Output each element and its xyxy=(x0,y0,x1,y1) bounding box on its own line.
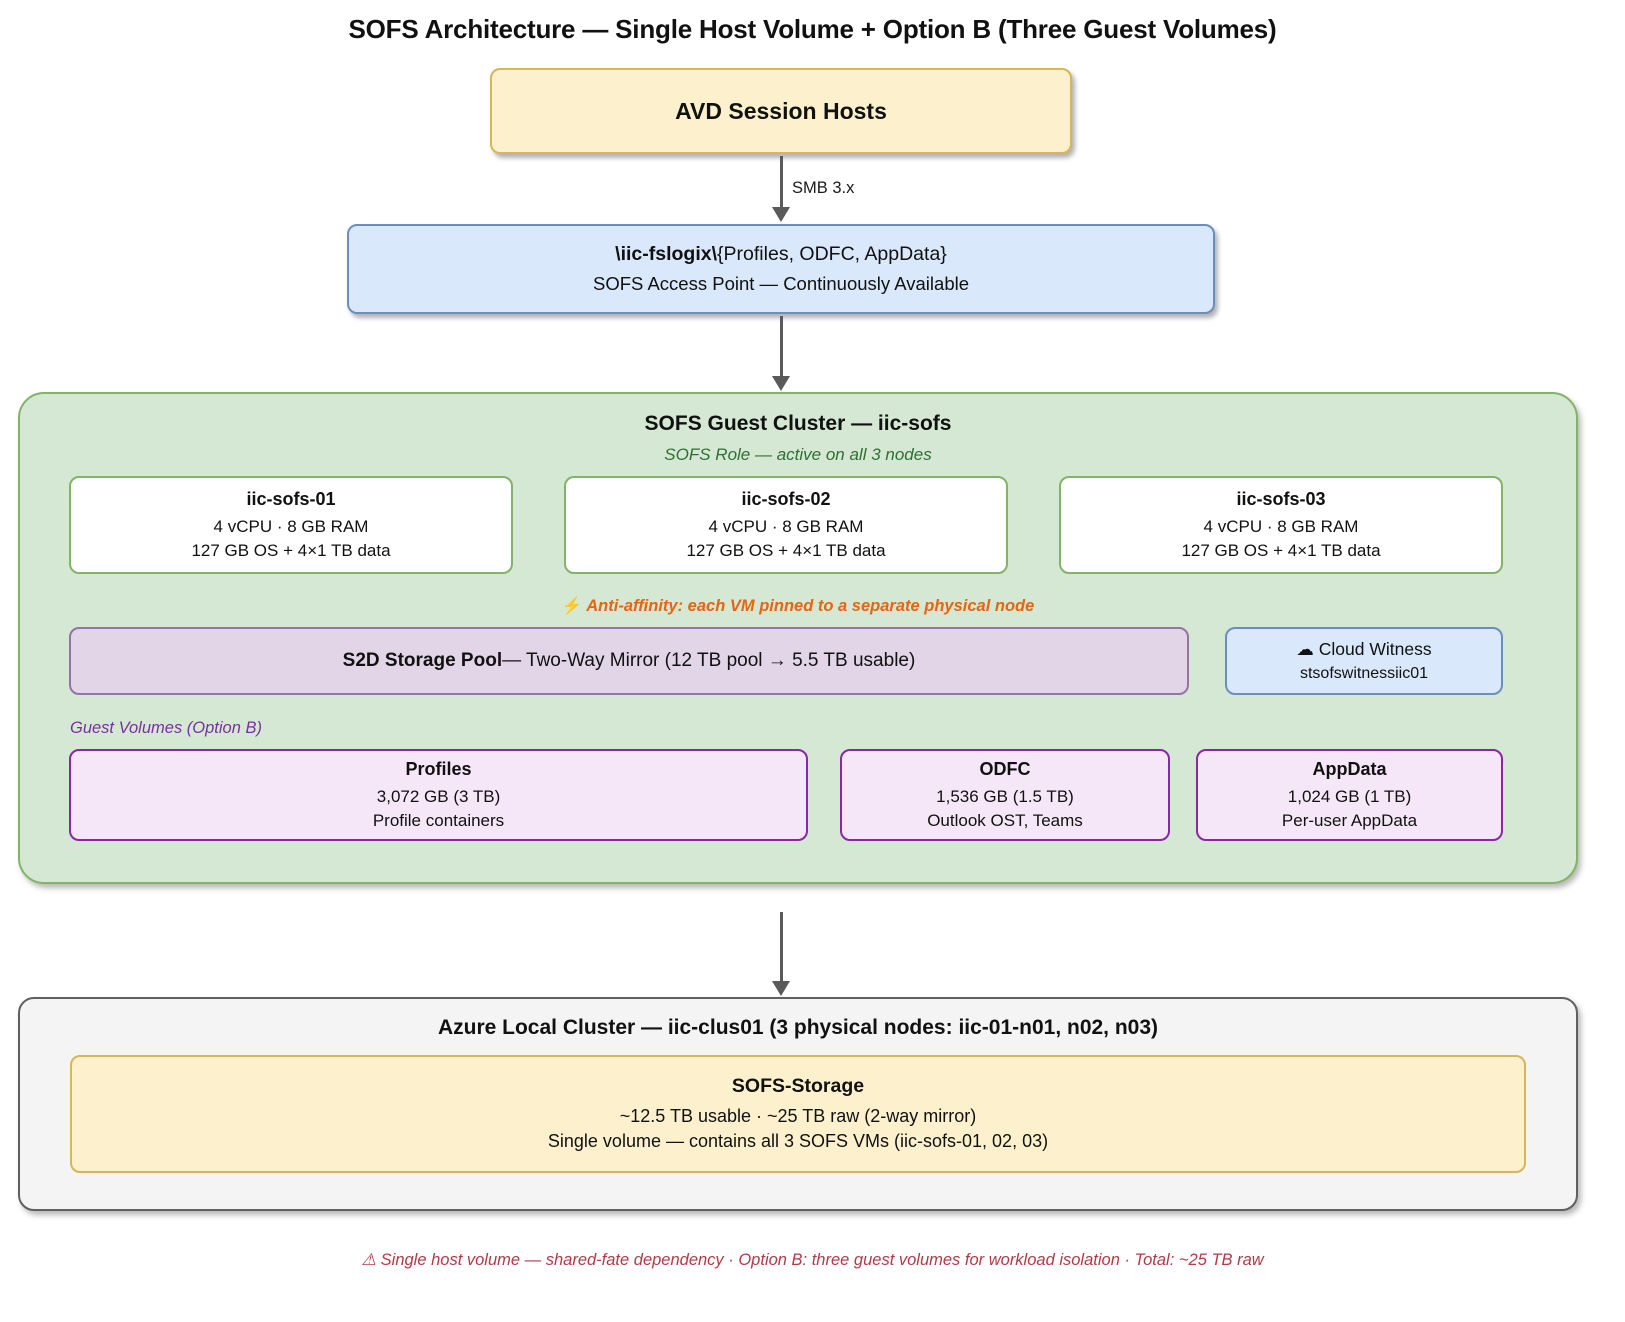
cloud-icon: ☁ xyxy=(1296,638,1314,659)
cloud-witness-node[interactable]: ☁ Cloud Witness stsofswitnessiic01 xyxy=(1225,627,1503,695)
fslogix-unc-prefix: \iic-fslogix\ xyxy=(615,242,718,265)
host-volume-detail: Single volume — contains all 3 SOFS VMs … xyxy=(547,1131,1049,1152)
fslogix-unc-path: \iic-fslogix\{Profiles, ODFC, AppData} xyxy=(615,241,947,269)
vm-spec: 4 vCPU · 8 GB RAM xyxy=(213,516,369,536)
vm-node-iic-sofs-03[interactable]: iic-sofs-03 4 vCPU · 8 GB RAM 127 GB OS … xyxy=(1059,476,1503,574)
arrow-head xyxy=(772,376,790,391)
avd-session-hosts-node[interactable]: AVD Session Hosts xyxy=(490,68,1072,154)
fslogix-subtitle: SOFS Access Point — Continuously Availab… xyxy=(592,273,970,295)
vm-name: iic-sofs-01 xyxy=(246,489,336,510)
azure-local-cluster-title: Azure Local Cluster — iic-clus01 (3 phys… xyxy=(437,1016,1159,1039)
guest-volume-desc: Per-user AppData xyxy=(1281,810,1418,830)
guest-volume-name: AppData xyxy=(1312,759,1387,780)
fslogix-share-node[interactable]: \iic-fslogix\{Profiles, ODFC, AppData} S… xyxy=(347,224,1215,314)
vm-disks: 127 GB OS + 4×1 TB data xyxy=(191,540,391,560)
sofs-role-note: SOFS Role — active on all 3 nodes xyxy=(664,445,932,464)
host-volume-capacity: ~12.5 TB usable · ~25 TB raw (2-way mirr… xyxy=(619,1105,977,1126)
sofs-guest-cluster-container: SOFS Guest Cluster — iic-sofs SOFS Role … xyxy=(18,392,1578,884)
footer-warning-note: ⚠ Single host volume — shared-fate depen… xyxy=(361,1251,1264,1269)
guest-volumes-label: Guest Volumes (Option B) xyxy=(70,719,262,737)
s2d-storage-pool-node[interactable]: S2D Storage Pool — Two-Way Mirror (12 TB… xyxy=(69,627,1189,695)
arrow-shaft xyxy=(780,316,783,377)
vm-name: iic-sofs-03 xyxy=(1236,489,1326,510)
vm-disks: 127 GB OS + 4×1 TB data xyxy=(1181,540,1381,560)
host-volume-name: SOFS-Storage xyxy=(731,1075,865,1098)
vm-spec: 4 vCPU · 8 GB RAM xyxy=(708,516,864,536)
guest-volume-name: ODFC xyxy=(979,759,1031,780)
s2d-pool-title: S2D Storage Pool xyxy=(342,649,503,671)
arrow-label-smb: SMB 3.x xyxy=(792,179,855,197)
vm-node-iic-sofs-02[interactable]: iic-sofs-02 4 vCPU · 8 GB RAM 127 GB OS … xyxy=(564,476,1008,574)
guest-volume-name: Profiles xyxy=(405,759,472,780)
cloud-witness-title-row: ☁ Cloud Witness xyxy=(1296,637,1431,662)
host-volume-sofs-storage[interactable]: SOFS-Storage ~12.5 TB usable · ~25 TB ra… xyxy=(70,1055,1526,1173)
arrow-shaft xyxy=(780,156,783,208)
azure-local-cluster-container: Azure Local Cluster — iic-clus01 (3 phys… xyxy=(18,997,1578,1211)
page-title: SOFS Architecture — Single Host Volume +… xyxy=(348,14,1277,44)
anti-affinity-note: ⚡ Anti-affinity: each VM pinned to a sep… xyxy=(20,597,1576,616)
vm-name: iic-sofs-02 xyxy=(741,489,831,510)
guest-volume-odfc[interactable]: ODFC 1,536 GB (1.5 TB) Outlook OST, Team… xyxy=(840,749,1170,841)
guest-volume-desc: Outlook OST, Teams xyxy=(927,810,1083,830)
lightning-bolt-icon: ⚡ xyxy=(561,597,583,615)
guest-volume-size: 1,024 GB (1 TB) xyxy=(1287,786,1412,806)
arrow-shaft xyxy=(780,912,783,982)
fslogix-unc-folders: {Profiles, ODFC, AppData} xyxy=(717,242,947,265)
guest-volume-desc: Profile containers xyxy=(372,810,505,830)
guest-volume-size: 3,072 GB (3 TB) xyxy=(376,786,501,806)
vm-disks: 127 GB OS + 4×1 TB data xyxy=(686,540,886,560)
s2d-pool-detail: — Two-Way Mirror (12 TB pool → 5.5 TB us… xyxy=(502,649,916,671)
guest-volume-size: 1,536 GB (1.5 TB) xyxy=(936,786,1074,806)
anti-affinity-text: Anti-affinity: each VM pinned to a separ… xyxy=(586,597,1035,615)
avd-session-hosts-label: AVD Session Hosts xyxy=(675,97,887,124)
arrow-head xyxy=(772,207,790,222)
arrow-head xyxy=(772,981,790,996)
cloud-witness-account: stsofswitnessiic01 xyxy=(1299,664,1429,682)
guest-volume-appdata[interactable]: AppData 1,024 GB (1 TB) Per-user AppData xyxy=(1196,749,1503,841)
cloud-witness-label: Cloud Witness xyxy=(1318,638,1432,659)
guest-volume-profiles[interactable]: Profiles 3,072 GB (3 TB) Profile contain… xyxy=(69,749,808,841)
guest-cluster-title: SOFS Guest Cluster — iic-sofs xyxy=(644,412,952,435)
vm-node-iic-sofs-01[interactable]: iic-sofs-01 4 vCPU · 8 GB RAM 127 GB OS … xyxy=(69,476,513,574)
vm-spec: 4 vCPU · 8 GB RAM xyxy=(1203,516,1359,536)
